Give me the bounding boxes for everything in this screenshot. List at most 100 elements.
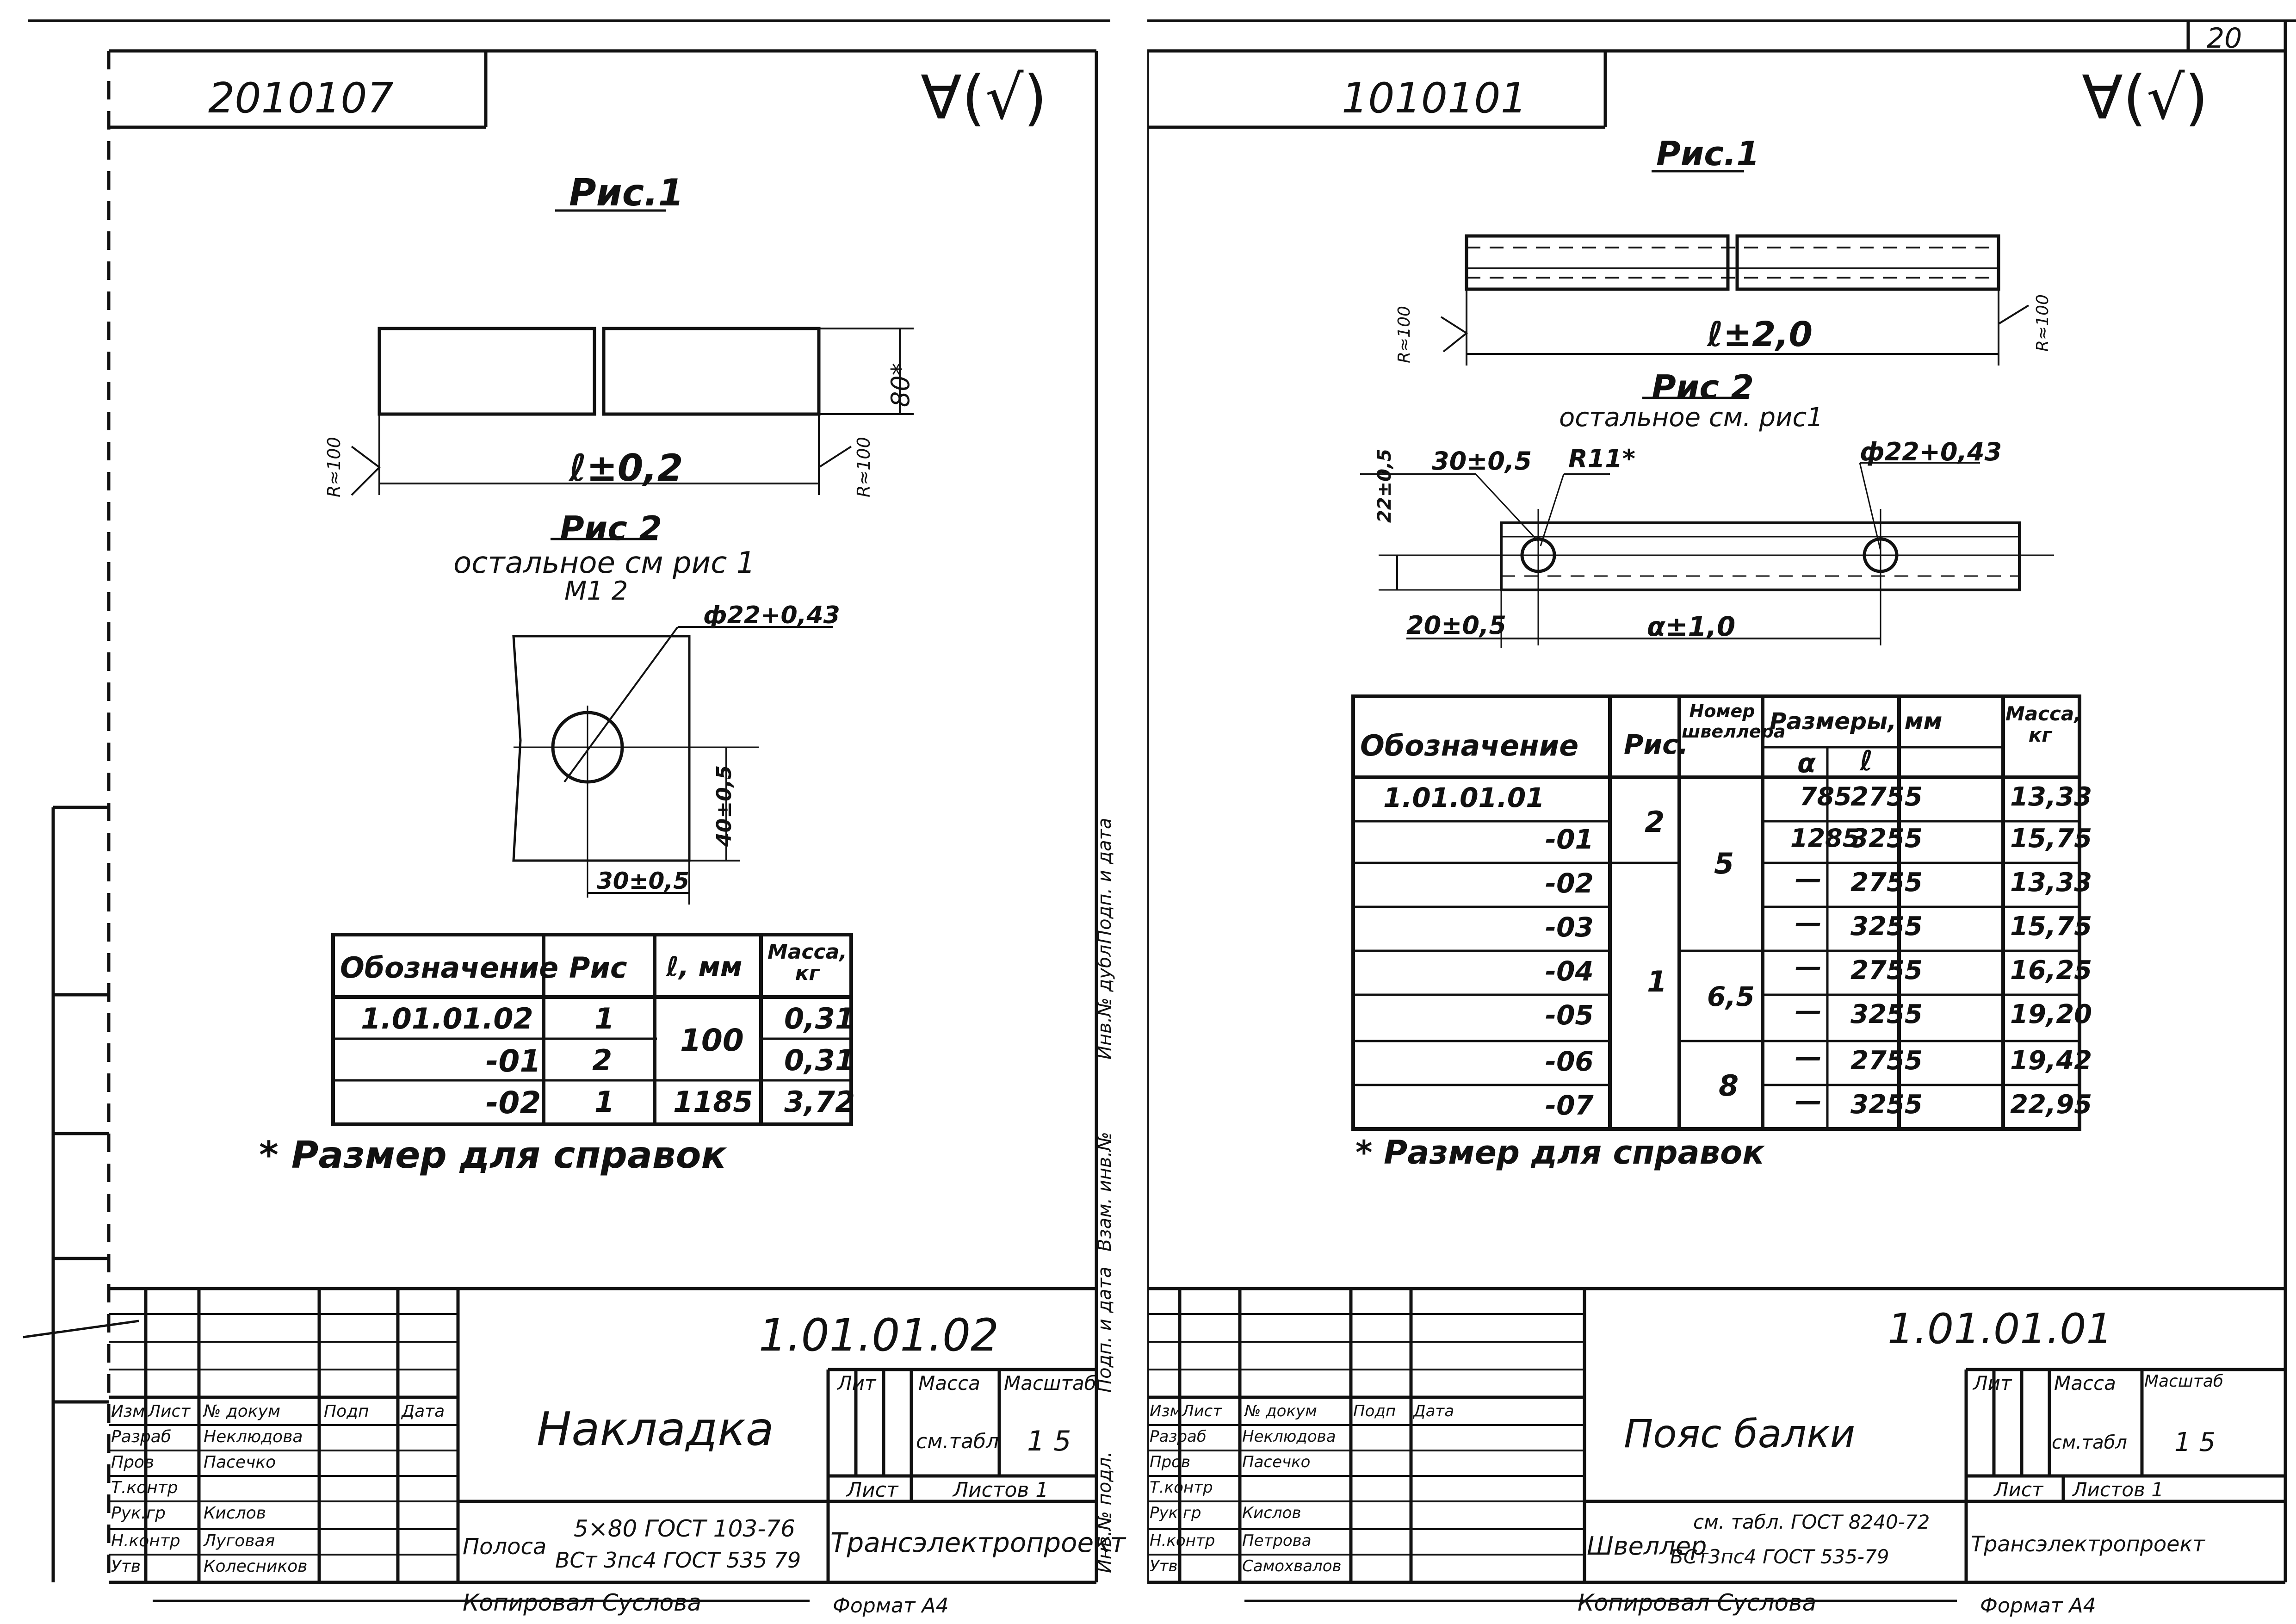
left-sheet-label: Лист <box>847 1478 898 1502</box>
left-row0-designation: 1.01.01.02 <box>361 1002 533 1035</box>
left-roughness-symbol: ∀(√) <box>921 62 1047 133</box>
left-fig2-title: Рис 2 <box>560 509 662 548</box>
left-fig1-height-dim: 80* <box>886 363 915 407</box>
right-fig2-dim-30: 30±0,5 <box>1432 446 1532 476</box>
left-th-fig: Рис <box>569 951 627 985</box>
right-row4-l: 2755 <box>1850 955 1923 986</box>
right-sig-name-0: Неклюдова <box>1242 1427 1336 1446</box>
left-sig-h-doc: № докум <box>204 1402 281 1421</box>
right-sheet-label: Лист <box>1994 1478 2043 1501</box>
right-sig-role-1: Пров <box>1150 1453 1190 1471</box>
right-row5-mass: 19,20 <box>2010 999 2092 1029</box>
right-sheets-label: Листов 1 <box>2073 1478 2164 1501</box>
left-col-mass: Масса <box>918 1372 980 1395</box>
left-stamp-code: 2010107 <box>208 74 394 123</box>
left-row2-designation: -02 <box>486 1085 541 1121</box>
right-row6-mass: 19,42 <box>2010 1046 2092 1076</box>
left-sig-h-list: Лист <box>148 1402 191 1421</box>
right-row2-fig: 1 <box>1647 965 1667 998</box>
right-fig2-dim-r: R11* <box>1568 444 1635 473</box>
right-drawing <box>1147 19 2296 1602</box>
left-sig-name-5: Колесников <box>204 1557 308 1576</box>
right-row6-designation: -06 <box>1545 1046 1594 1077</box>
left-sheets-label: Листов 1 <box>953 1478 1049 1502</box>
right-side-label-4: Инв.№ подл. <box>1094 1451 1115 1573</box>
right-row6-a: — <box>1795 1041 1822 1072</box>
right-sig-role-3: Рук.гр <box>1150 1504 1201 1522</box>
left-row0-fig: 1 <box>594 1002 615 1035</box>
right-row0-channel: 5 <box>1714 847 1734 880</box>
left-fig2-hole-dim: ф22+0,43 <box>703 601 840 629</box>
left-sig-role-1: Пров <box>111 1453 155 1472</box>
right-row0-l: 2755 <box>1850 782 1923 812</box>
right-stamp-code: 1010101 <box>1342 74 1527 123</box>
left-fig1-radius-right: R≈100 <box>854 437 874 497</box>
right-row2-l: 2755 <box>1850 868 1923 898</box>
right-row3-l: 3255 <box>1850 911 1923 942</box>
left-sig-name-0: Неклюдова <box>204 1427 303 1446</box>
right-doc-title: Пояс балки <box>1624 1411 1856 1457</box>
right-th-dimensions: Размеры, мм <box>1770 708 1943 735</box>
left-row1-mass: 0,31 <box>784 1043 855 1077</box>
right-mass-value: см.табл <box>2052 1432 2127 1453</box>
right-row4-designation: -04 <box>1545 955 1594 987</box>
right-sig-name-3: Кислов <box>1242 1504 1301 1522</box>
right-col-scale: Масштаб <box>2144 1372 2224 1391</box>
left-fig1-length-dim: ℓ±0,2 <box>569 446 683 490</box>
right-sig-name-5: Самохвалов <box>1242 1557 1342 1575</box>
right-material-2: ВСт3пс4 ГОСТ 535-79 <box>1670 1545 1889 1568</box>
right-side-label-2: Взам. инв.№ <box>1094 1132 1115 1252</box>
right-row1-mass: 15,75 <box>2010 824 2092 854</box>
left-row0-mass: 0,31 <box>784 1002 855 1035</box>
left-th-length: ℓ, мм <box>666 951 743 982</box>
left-sig-role-2: Т.контр <box>111 1478 178 1497</box>
left-row1-fig: 2 <box>592 1043 613 1077</box>
right-fig2-dim-22: 22±0,5 <box>1374 448 1395 523</box>
left-material-2: ВСт 3пс4 ГОСТ 535 79 <box>555 1548 801 1573</box>
right-th-sub-l: ℓ <box>1860 745 1873 777</box>
left-sig-role-5: Утв <box>111 1557 141 1576</box>
right-row1-designation: -01 <box>1545 824 1594 855</box>
right-fig2-hole-dim: ф22+0,43 <box>1860 437 2002 466</box>
right-fig1-radius-left: R≈100 <box>1395 306 1414 363</box>
left-fig1-radius-left: R≈100 <box>324 437 344 497</box>
right-material-label: Швеллер <box>1587 1531 1707 1561</box>
right-sig-name-1: Пасечко <box>1242 1453 1311 1471</box>
left-material-1: 5×80 ГОСТ 103-76 <box>574 1515 795 1542</box>
right-sig-h-izm: Изм <box>1150 1402 1182 1420</box>
right-side-label-0: Подп. и дата <box>1094 818 1115 944</box>
right-format: Формат А4 <box>1980 1594 2096 1618</box>
left-row01-length: 100 <box>680 1023 744 1058</box>
right-sig-h-list: Лист <box>1182 1402 1222 1420</box>
right-row2-mass: 13,33 <box>2010 868 2092 898</box>
right-fig2-dim-a: α±1,0 <box>1647 611 1736 642</box>
left-format: Формат А4 <box>833 1594 949 1618</box>
right-row7-l: 3255 <box>1850 1090 1923 1120</box>
right-roughness-symbol: ∀(√) <box>2082 62 2209 133</box>
right-sig-role-5: Утв <box>1150 1557 1178 1575</box>
right-sig-role-2: Т.контр <box>1150 1478 1213 1497</box>
left-th-mass: Масса, кг <box>767 940 848 985</box>
left-drawing <box>23 19 1110 1602</box>
right-row6-l: 2755 <box>1850 1046 1923 1076</box>
left-sig-role-3: Рук.гр <box>111 1504 166 1523</box>
right-row4-channel: 6,5 <box>1707 981 1755 1012</box>
right-doc-number: 1.01.01.01 <box>1888 1305 2113 1353</box>
left-col-lit: Лит <box>837 1372 876 1395</box>
left-sig-name-4: Луговая <box>204 1531 275 1550</box>
right-th-sub-a: α <box>1797 747 1816 779</box>
page-number: 20 <box>2207 22 2242 55</box>
right-row3-mass: 15,75 <box>2010 911 2092 942</box>
left-sig-name-1: Пасечко <box>204 1453 276 1472</box>
left-material-label: Полоса <box>463 1534 547 1560</box>
left-fig2-vert-dim: 40±0,5 <box>712 765 736 847</box>
right-th-channel: Номер швеллера <box>1682 701 1786 742</box>
right-col-mass: Масса <box>2054 1372 2116 1395</box>
left-copied-by: Копировал Суслова <box>463 1589 702 1616</box>
right-row3-designation: -03 <box>1545 911 1594 943</box>
left-sig-h-date: Дата <box>402 1402 445 1421</box>
left-sig-h-izm: Изм <box>111 1402 145 1421</box>
right-fig2-title: Рис 2 <box>1652 368 1754 407</box>
right-material-1: см. табл. ГОСТ 8240-72 <box>1693 1511 1930 1533</box>
left-scale-value: 1 5 <box>1027 1425 1071 1457</box>
